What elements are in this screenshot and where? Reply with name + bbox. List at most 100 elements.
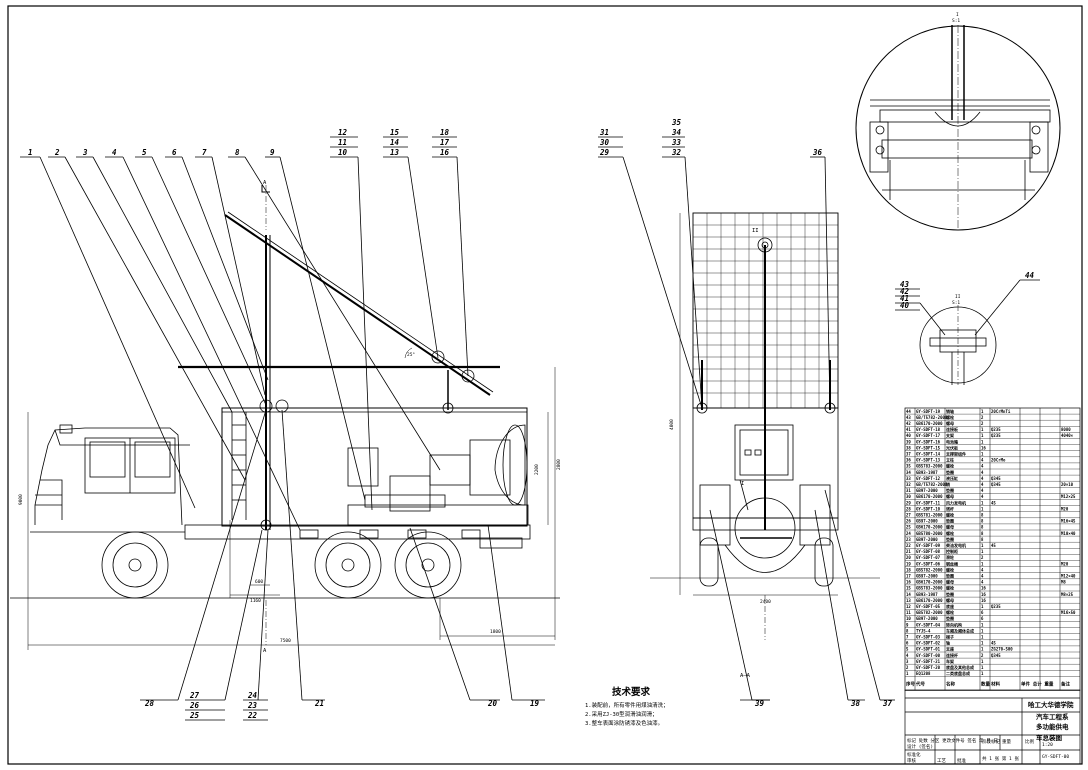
parts-cell-no: 3 (906, 659, 909, 664)
parts-cell-name: 转向机构 (946, 621, 962, 627)
parts-cell-qty: 8 (981, 519, 984, 524)
parts-cell-note: M16×45 (1061, 519, 1076, 524)
parts-cell-qty: 1 (981, 665, 984, 670)
parts-cell-qty: 1 (981, 439, 984, 444)
tb-r8: 工艺 (937, 758, 946, 764)
parts-cell-name: 螺栓 (946, 530, 954, 536)
parts-cell-name: 轴 (946, 640, 950, 646)
callout-37: 37 (882, 699, 893, 708)
parts-cell-name: 连接板 (946, 426, 959, 432)
parts-cell-code: GB5783-2000 (916, 464, 943, 469)
parts-cell-code: GY-SDFT-15 (916, 445, 941, 450)
parts-cell-qty: 4 (981, 476, 984, 481)
parts-cell-no: 21 (906, 549, 911, 554)
parts-cell-name: 螺栓 (946, 585, 954, 591)
parts-cell-code: GB5781-2000 (916, 513, 943, 518)
parts-header-name: 名称 (946, 680, 955, 687)
title-block-text: 哈工大华德学院 汽车工程系 多功能供电 车总装图 GY-SDFT-00 1:20… (907, 700, 1074, 764)
detail-2-scale: S:1 (952, 300, 960, 306)
parts-cell-mat: Q345 (991, 482, 1001, 487)
parts-cell-qty: 16 (981, 592, 986, 597)
callout-14: 14 (390, 138, 400, 147)
parts-cell-code: GY-SDFT-12 (916, 476, 941, 481)
tb-drawing-name-2: 车总装图 (1036, 733, 1063, 742)
parts-cell-code: GY-SDFT-01 (916, 647, 941, 652)
parts-cell-qty: 16 (981, 586, 986, 591)
parts-cell-no: 42 (906, 421, 911, 426)
parts-cell-name: 销轴 (946, 408, 954, 414)
parts-cell-name: 电池箱 (946, 438, 958, 444)
tb-r5: 重量 (1002, 738, 1011, 745)
callout-16: 16 (440, 148, 450, 157)
parts-cell-qty: 1 (981, 604, 984, 609)
parts-cell-qty: 1 (981, 427, 984, 432)
parts-cell-qty: 1 (981, 641, 984, 646)
parts-cell-note: M10×40 (1061, 531, 1076, 536)
notes-line-1: 1.装配前，所有零件用煤油清洗； (585, 701, 669, 709)
parts-cell-code: GB97-2000 (916, 537, 938, 542)
detail-I (855, 25, 1061, 231)
parts-cell-code: GB97-2000 (916, 574, 938, 579)
parts-cell-no: 10 (906, 616, 911, 621)
dim-height-body: 2800 (556, 459, 562, 470)
parts-cell-no: 5 (906, 647, 909, 652)
parts-cell-name: 塔杆 (946, 505, 954, 511)
parts-cell-qty: 2 (981, 555, 984, 560)
parts-cell-name: 二类底盘总成 (946, 670, 970, 676)
parts-cell-code: GY-SDFT-17 (916, 433, 941, 438)
callout-39: 39 (754, 699, 765, 708)
tb-sheet: 共 1 张 第 1 张 (982, 755, 1019, 762)
section-a-bottom: A (263, 648, 267, 654)
parts-cell-no: 17 (906, 574, 911, 579)
parts-cell-code: GB6170-2000 (916, 421, 943, 426)
parts-cell-note: 20×10 (1061, 482, 1074, 487)
parts-cell-note: M12×40 (1061, 574, 1076, 579)
callout-23: 23 (247, 701, 258, 710)
parts-cell-name: 支座 (945, 646, 954, 652)
parts-cell-name: 车厢及厢体总成 (946, 627, 974, 633)
parts-cell-code: GY-SDFT-09 (916, 543, 941, 548)
parts-cell-no: 33 (906, 476, 911, 481)
parts-header-qty: 数量 (981, 680, 990, 687)
parts-cell-qty: 1 (981, 635, 984, 640)
parts-cell-code: GY-SDFT-00 (916, 653, 941, 658)
callout-1: 1 (28, 148, 33, 157)
parts-cell-no: 35 (906, 464, 911, 469)
parts-cell-no: 2 (906, 665, 909, 670)
dim-box-height: 2200 (534, 464, 540, 475)
parts-cell-qty: 2 (981, 421, 984, 426)
detail-1-marker: I (741, 481, 744, 487)
parts-cell-name: 立柱 (946, 457, 954, 463)
callout-32: 32 (671, 148, 682, 157)
parts-cell-code: GB6170-2000 (916, 525, 943, 530)
title-block (904, 689, 1081, 765)
parts-cell-note: M8×25 (1061, 592, 1074, 597)
parts-cell-mat: Q235 (991, 433, 1001, 438)
callout-10: 10 (338, 148, 348, 157)
callout-27: 27 (189, 691, 200, 700)
tb-r6: 比例 (1025, 738, 1034, 745)
parts-cell-no: 25 (906, 525, 911, 530)
section-aa: A—A (740, 673, 751, 679)
parts-cell-code: GY-SDFT-16 (916, 439, 941, 444)
parts-cell-name: 螺栓 (946, 463, 954, 469)
parts-list-frame (904, 407, 1081, 691)
callout-3: 3 (82, 148, 88, 157)
parts-cell-code: GB93-1987 (916, 592, 938, 597)
parts-cell-mat: Q235 (991, 427, 1001, 432)
